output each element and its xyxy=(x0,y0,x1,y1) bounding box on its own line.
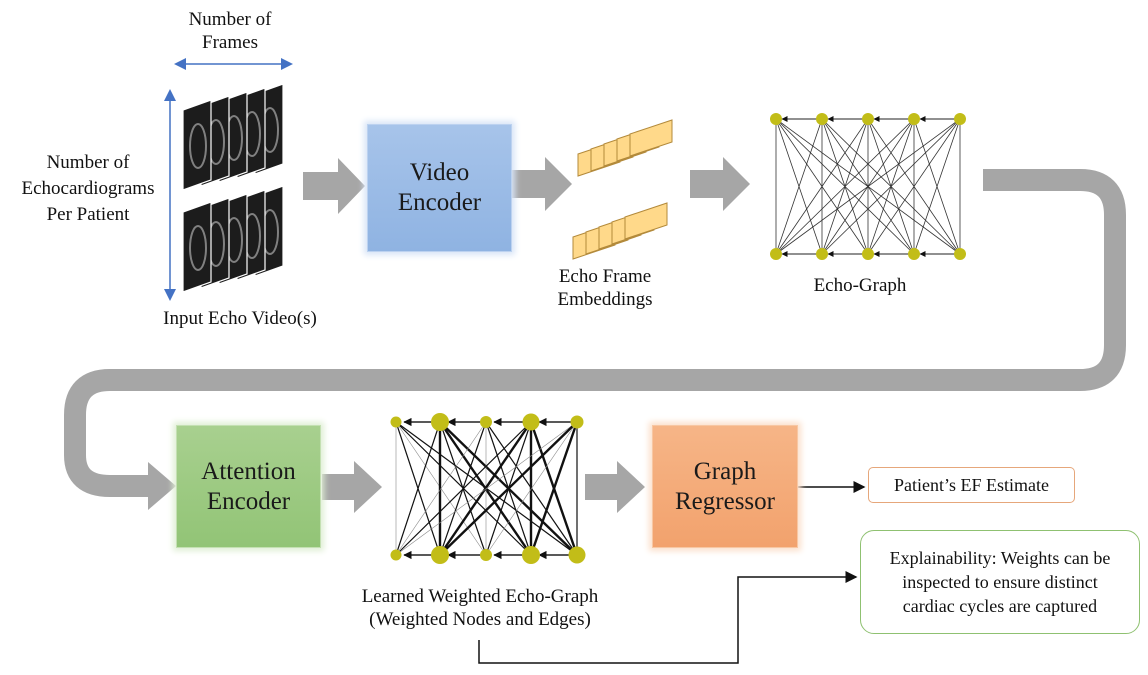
embedding-stack-2 xyxy=(572,202,668,260)
flow-arrow-5 xyxy=(585,461,645,513)
echo-graph-node xyxy=(862,113,874,125)
weighted-graph-edge xyxy=(439,421,532,556)
explainability-label: Explainability: Weights can be inspected… xyxy=(889,548,1111,616)
flow-arrow-2 xyxy=(512,157,572,211)
frames-axis-label: Number of Frames xyxy=(188,9,272,53)
echo-graph-edge xyxy=(775,118,869,255)
echo-graph-node xyxy=(908,113,920,125)
input-videos-label: Input Echo Video(s) xyxy=(163,308,317,329)
row-connector-band xyxy=(64,169,1126,497)
echo-graph-edge xyxy=(913,118,961,255)
embedding-stack-1 xyxy=(577,119,673,177)
echo-graph-label: Echo-Graph xyxy=(813,275,907,296)
stack1-frame xyxy=(182,99,212,191)
frame-embeddings-label: Echo Frame Embeddings xyxy=(557,266,653,310)
echo-graph-node xyxy=(908,248,920,260)
attention-encoder-label: Attention Encoder xyxy=(201,457,296,515)
echo-graph-node xyxy=(954,113,966,125)
flow-arrow-1 xyxy=(303,158,365,214)
video-encoder-label: Video Encoder xyxy=(397,159,482,216)
attention-encoder-block: Attention Encoder xyxy=(176,425,321,548)
echo-graph-edge xyxy=(867,118,961,255)
weighted-graph-node xyxy=(431,413,449,431)
weighted-graph-edge xyxy=(395,421,441,556)
graph-regressor-block: Graph Regressor xyxy=(652,425,798,548)
row-connector-arrowhead xyxy=(148,462,176,510)
emb1-embedding xyxy=(629,119,673,157)
weighted-graph-edge xyxy=(395,421,532,556)
weighted-graph-edge xyxy=(395,421,487,556)
echo-graph-edge xyxy=(821,118,961,255)
echo-video-stack-1 xyxy=(182,83,284,191)
ef-estimate-box: Patient’s EF Estimate xyxy=(868,467,1075,503)
echo-video-stack-2 xyxy=(182,185,284,293)
weighted-graph-edge xyxy=(395,421,578,556)
weighted-graph-label: Learned Weighted Echo-Graph (Weighted No… xyxy=(361,586,599,630)
echo-graph xyxy=(770,113,966,260)
flow-arrow-3 xyxy=(690,157,750,211)
echo-graph-node xyxy=(862,248,874,260)
weighted-graph-node xyxy=(522,413,540,431)
echo-graph-node xyxy=(770,248,782,260)
ef-estimate-label: Patient’s EF Estimate xyxy=(894,475,1049,495)
weighted-graph-edge xyxy=(529,421,579,556)
echo-graph-node xyxy=(954,248,966,260)
weighted-graph-node xyxy=(390,549,402,561)
echo-graph-edge xyxy=(775,118,915,255)
video-encoder-block: Video Encoder xyxy=(367,124,512,252)
echo-graph-edge xyxy=(775,118,823,255)
echo-axis-label: Number of Echocardiograms Per Patient xyxy=(21,152,155,225)
echo-graph-node xyxy=(816,248,828,260)
echo-graph-node xyxy=(816,113,828,125)
weighted-graph-node xyxy=(390,416,402,428)
weighted-graph-node xyxy=(480,416,492,428)
graph-regressor-label: Graph Regressor xyxy=(675,457,775,515)
emb2-embedding xyxy=(624,202,668,240)
weighted-graph-node xyxy=(431,546,449,564)
weighted-graph-edge xyxy=(439,421,578,556)
weighted-graph-node xyxy=(568,546,586,564)
weighted-graph-edge xyxy=(485,421,578,556)
weighted-graph-node xyxy=(522,546,540,564)
echo-graph-edge xyxy=(775,118,961,255)
weighted-graph-node xyxy=(480,549,492,561)
stack1-frame-echo xyxy=(189,123,207,169)
echo-graph-node xyxy=(770,113,782,125)
weighted-graph-node xyxy=(570,415,584,429)
weighted-echo-graph xyxy=(390,413,586,564)
stack2-frame-echo xyxy=(189,225,207,271)
stack2-frame xyxy=(182,201,212,293)
flow-arrow-4 xyxy=(322,461,382,513)
explainability-box: Explainability: Weights can be inspected… xyxy=(860,530,1140,634)
explainability-connector xyxy=(478,571,858,664)
